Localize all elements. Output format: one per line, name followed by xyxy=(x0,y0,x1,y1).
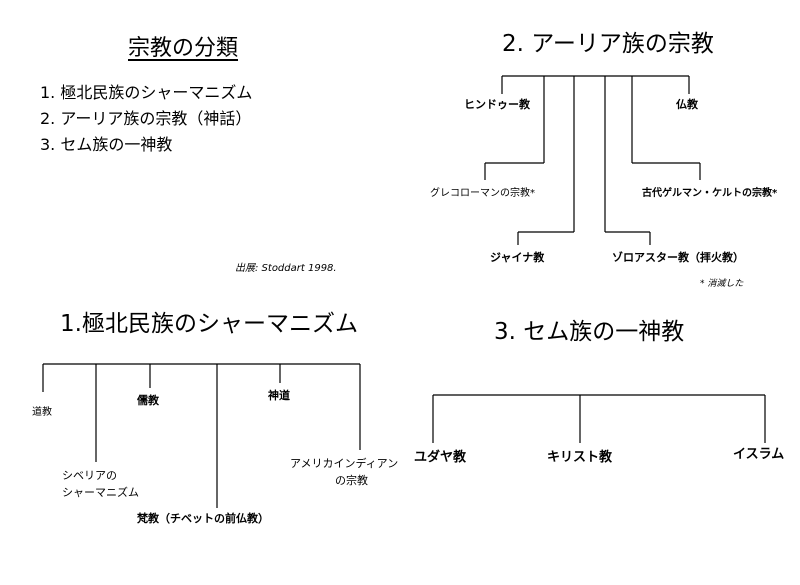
overview-item-aryan: 2. アーリア族の宗教（神話） xyxy=(40,109,252,128)
node-bon: 梵教（チベットの前仏教） xyxy=(137,512,269,525)
node-confucianism: 儒教 xyxy=(137,394,159,407)
node-siberian-line1: シベリアの xyxy=(62,469,117,482)
extinct-note: * 消滅した xyxy=(700,279,744,289)
node-american-line1: アメリカインディアン xyxy=(290,457,399,470)
node-siberian-line2: シャーマニズム xyxy=(62,486,139,499)
node-islam: イスラム xyxy=(733,447,785,462)
node-jainism: ジャイナ教 xyxy=(490,251,545,264)
node-hinduism: ヒンドゥー教 xyxy=(464,98,530,111)
overview-item-semitic: 3. セム族の一神教 xyxy=(40,135,173,154)
source-citation: 出展: Stoddart 1998. xyxy=(235,263,337,274)
node-christianity: キリスト教 xyxy=(547,450,613,465)
node-zoroastrianism: ゾロアスター教（拝火教） xyxy=(612,251,744,264)
aryan-title: 2. アーリア族の宗教 xyxy=(502,31,714,57)
overview-title: 宗教の分類 xyxy=(128,36,239,61)
semitic-title: 3. セム族の一神教 xyxy=(494,319,685,345)
node-judaism: ユダヤ教 xyxy=(414,450,467,465)
node-american-line2: の宗教 xyxy=(335,474,368,487)
node-greco-roman: グレコローマンの宗教* xyxy=(430,188,535,199)
node-taoism: 道教 xyxy=(32,407,52,418)
node-shinto: 神道 xyxy=(268,389,290,402)
arctic-title: 1.極北民族のシャーマニズム xyxy=(60,311,358,337)
node-germanic-celtic: 古代ゲルマン・ケルトの宗教* xyxy=(642,188,778,199)
node-buddhism: 仏教 xyxy=(676,98,698,111)
overview-item-arctic: 1. 極北民族のシャーマニズム xyxy=(40,83,253,102)
